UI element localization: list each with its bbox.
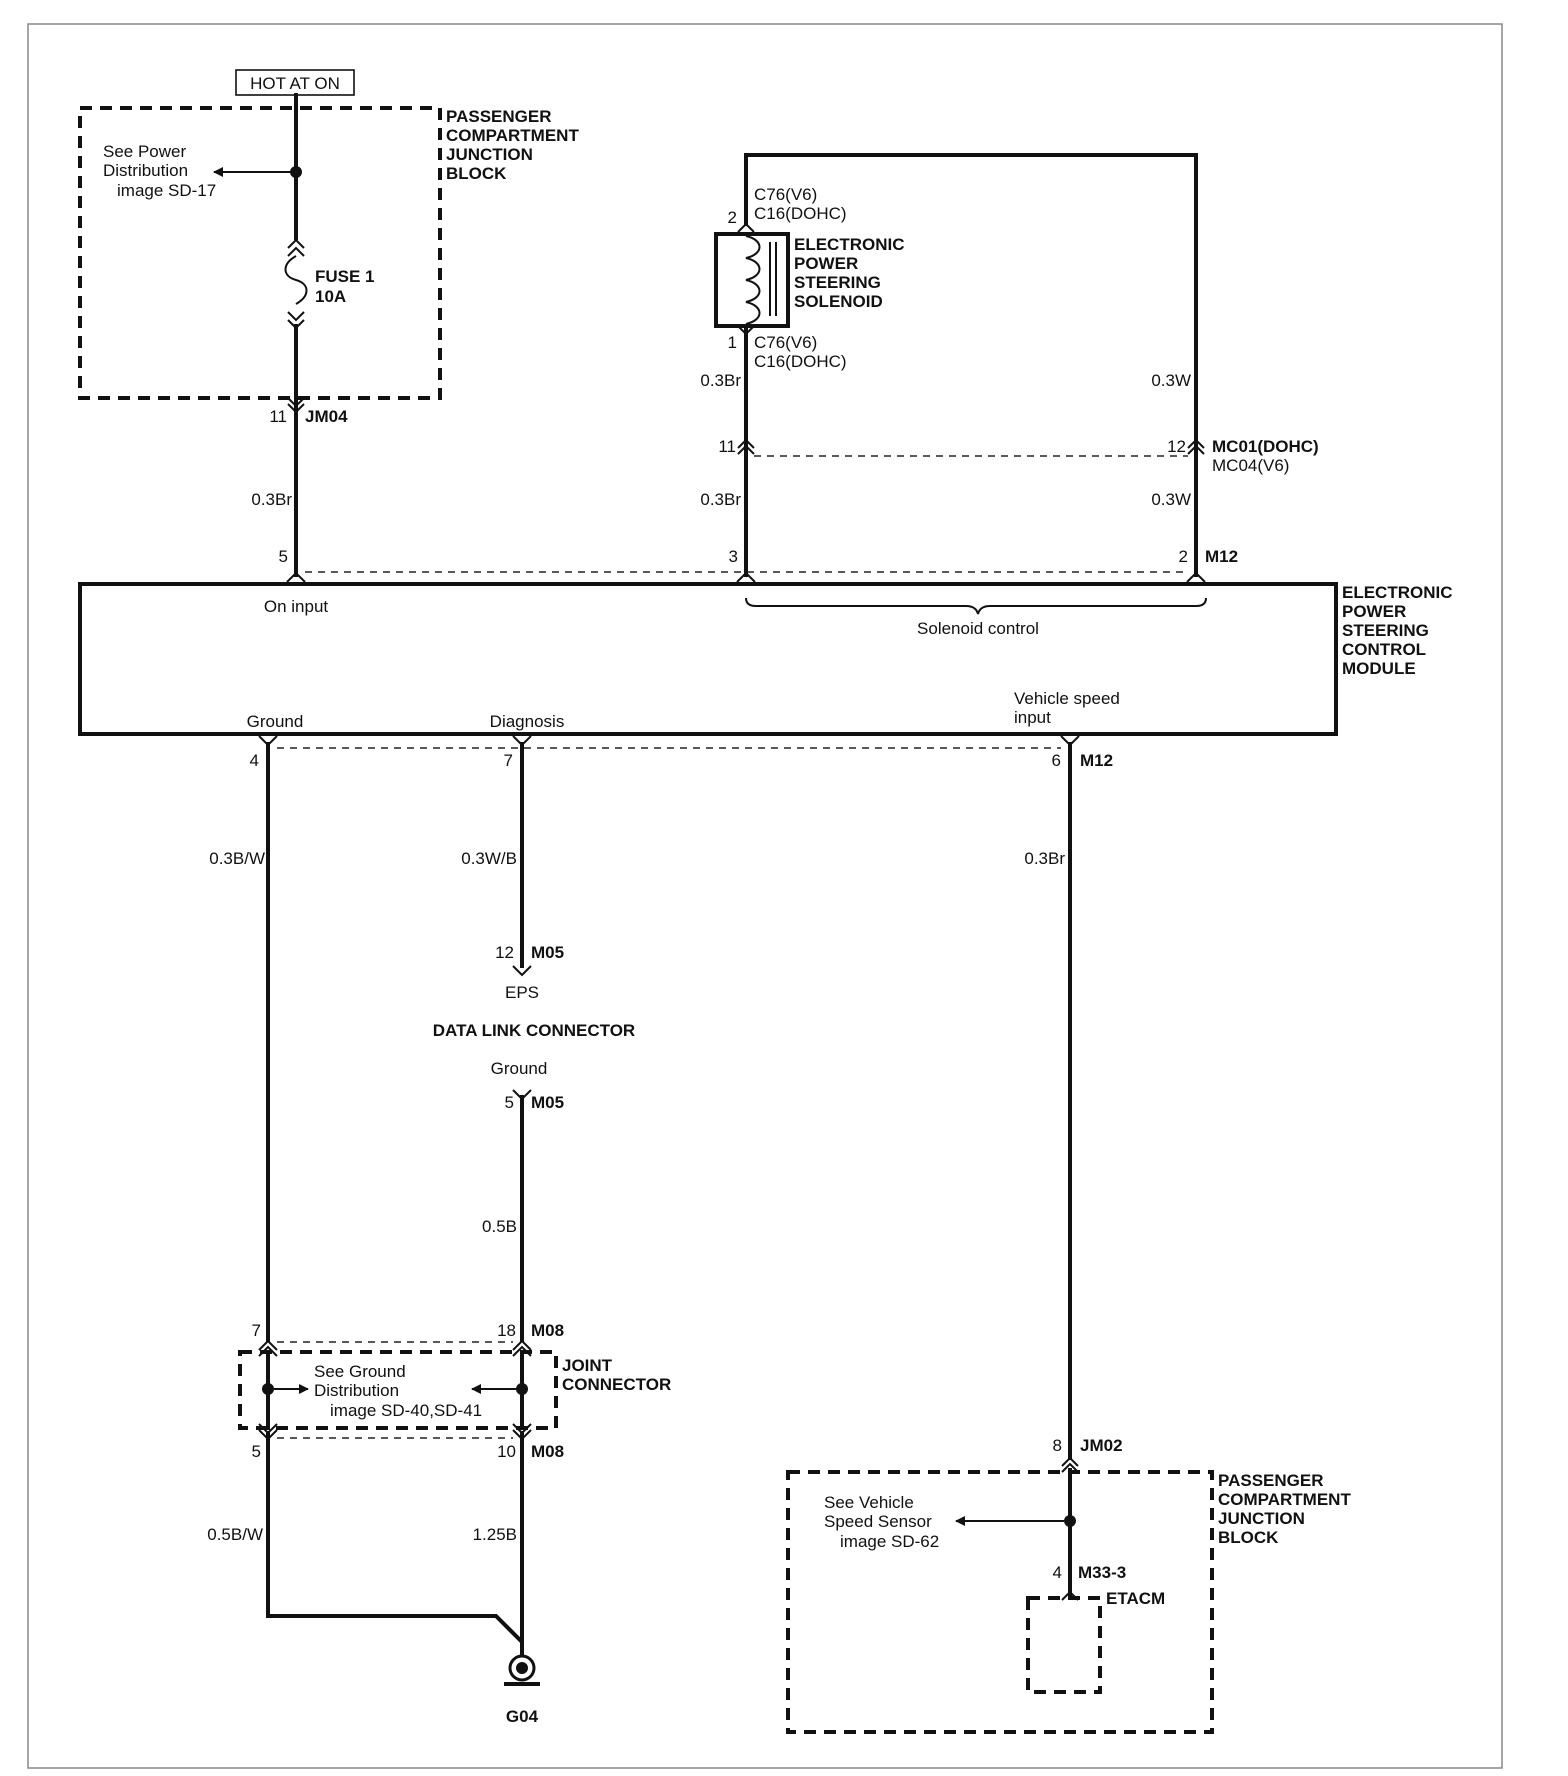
wire-label-ground-bw: 0.5B/W (207, 1525, 263, 1544)
joint-pin-tr: 18 (497, 1321, 516, 1340)
module-top-connectors (286, 571, 1206, 583)
dlc-title: DATA LINK CONNECTOR (433, 1021, 635, 1040)
mc01-connector (737, 438, 1205, 457)
solenoid-conn-bottom-pin: 1 (728, 333, 737, 352)
etacm-pin: 4 (1053, 1563, 1062, 1582)
solenoid-coil-icon (745, 235, 777, 325)
solenoid-box (714, 232, 790, 328)
dlc-ground-pin: 5 (505, 1093, 514, 1112)
control-module-box (78, 582, 1338, 736)
mc01-pin-right: 12 (1167, 437, 1186, 456)
see-vehicle-speed-sensor: See Vehicle Speed Sensor image SD-62 (824, 1493, 939, 1551)
wire-label-sol-br-lower: 0.3Br (700, 490, 741, 509)
pcjb-top-box (78, 106, 442, 400)
mc01-pin-left: 11 (718, 437, 736, 456)
joint-top-connectors (258, 1339, 532, 1357)
see-power-distribution: See Power Distribution image SD-17 (103, 142, 216, 200)
joint-pin-tl: 7 (252, 1321, 261, 1340)
module-diagnosis: Diagnosis (490, 712, 565, 731)
module-pin-on: 5 (279, 547, 288, 566)
solenoid-conn-top: C76(V6) C16(DOHC) (754, 185, 847, 223)
ground-point-label: G04 (506, 1707, 539, 1726)
joint-pin-br: 10 (497, 1442, 516, 1461)
module-pin-ground: 4 (250, 751, 259, 770)
pcjb-bottom-label: PASSENGER COMPARTMENT JUNCTION BLOCK (1218, 1471, 1356, 1547)
etacm-box (1026, 1596, 1102, 1694)
jm04-connector (287, 397, 305, 414)
module-pin-diag: 7 (504, 751, 513, 770)
dlc-ground: Ground (491, 1059, 548, 1078)
ground-symbol-icon (504, 1654, 540, 1686)
wire-label-diag: 0.3W/B (461, 849, 517, 868)
wire-label-sol-w-upper: 0.3W (1151, 371, 1191, 390)
joint-connector-label: JOINT CONNECTOR (562, 1356, 671, 1394)
dlc-eps: EPS (505, 983, 539, 1002)
wire-fuse-to-module (213, 93, 302, 577)
mc01-name: MC01(DOHC) MC04(V6) (1212, 437, 1323, 475)
joint-conn-top: M08 (531, 1321, 564, 1340)
joint-see-ground: See Ground Distribution image SD-40,SD-4… (314, 1362, 482, 1420)
wire-label-sol-w-lower: 0.3W (1151, 490, 1191, 509)
joint-internal (262, 1354, 528, 1430)
solenoid-label: ELECTRONIC POWER STEERING SOLENOID (794, 235, 909, 311)
jm04-name: JM04 (305, 407, 348, 426)
hot-at-on-label: HOT AT ON (250, 74, 340, 93)
module-pin-speed: 6 (1052, 751, 1061, 770)
wire-label-fuse-to-module: 0.3Br (251, 490, 292, 509)
fuse-icon (284, 238, 308, 330)
wire-label-ground-b: 1.25B (473, 1525, 517, 1544)
wire-label-speed: 0.3Br (1024, 849, 1065, 868)
wire-label-dlc-ground: 0.5B (482, 1217, 517, 1236)
module-conn-top: M12 (1205, 547, 1238, 566)
etacm-label: ETACM (1106, 1589, 1165, 1608)
dlc-conn: M05 (531, 943, 564, 962)
module-on-input: On input (264, 597, 329, 616)
module-ground: Ground (247, 712, 304, 731)
solenoid-control-brace (745, 597, 1207, 615)
wire-label-ground: 0.3B/W (209, 849, 265, 868)
pcjb-bottom-box (786, 1470, 1214, 1734)
pcjb-bottom-pin: 8 (1053, 1436, 1062, 1455)
wire-ground-left (266, 742, 524, 1656)
control-module-label: ELECTRONIC POWER STEERING CONTROL MODULE (1342, 583, 1457, 678)
page-frame (27, 23, 1503, 1769)
module-bottom-connectors (258, 735, 1080, 749)
solenoid-top-connector (737, 222, 755, 233)
module-vehicle-speed: Vehicle speed input (1014, 689, 1125, 727)
module-solenoid-control: Solenoid control (917, 619, 1039, 638)
module-pin-sol-b: 2 (1179, 547, 1188, 566)
dlc-pin: 12 (495, 943, 514, 962)
pcjb-top-label: PASSENGER COMPARTMENT JUNCTION BLOCK (446, 107, 584, 183)
joint-bottom-connectors (258, 1423, 532, 1441)
jm02-connector (1061, 1456, 1079, 1473)
solenoid-bottom-connector (737, 325, 755, 336)
joint-pin-bl: 5 (252, 1442, 261, 1461)
module-conn-bottom: M12 (1080, 751, 1113, 770)
solenoid-loop-wire (744, 153, 1198, 577)
solenoid-conn-top-pin: 2 (728, 208, 737, 227)
joint-connector-box (238, 1350, 558, 1430)
pcjb-bottom-internal (955, 1468, 1076, 1596)
joint-conn-bottom: M08 (531, 1442, 564, 1461)
dlc-connector-icon (512, 965, 532, 977)
dlc-ground-conn: M05 (531, 1093, 564, 1112)
etacm-conn: M33-3 (1078, 1563, 1126, 1582)
module-pin-sol-a: 3 (729, 547, 738, 566)
wire-label-sol-br-upper: 0.3Br (700, 371, 741, 390)
jm04-pin: 11 (269, 407, 287, 426)
solenoid-conn-bottom: C76(V6) C16(DOHC) (754, 333, 847, 371)
fuse-label: FUSE 1 10A (315, 267, 379, 306)
pcjb-bottom-conn: JM02 (1080, 1436, 1123, 1455)
